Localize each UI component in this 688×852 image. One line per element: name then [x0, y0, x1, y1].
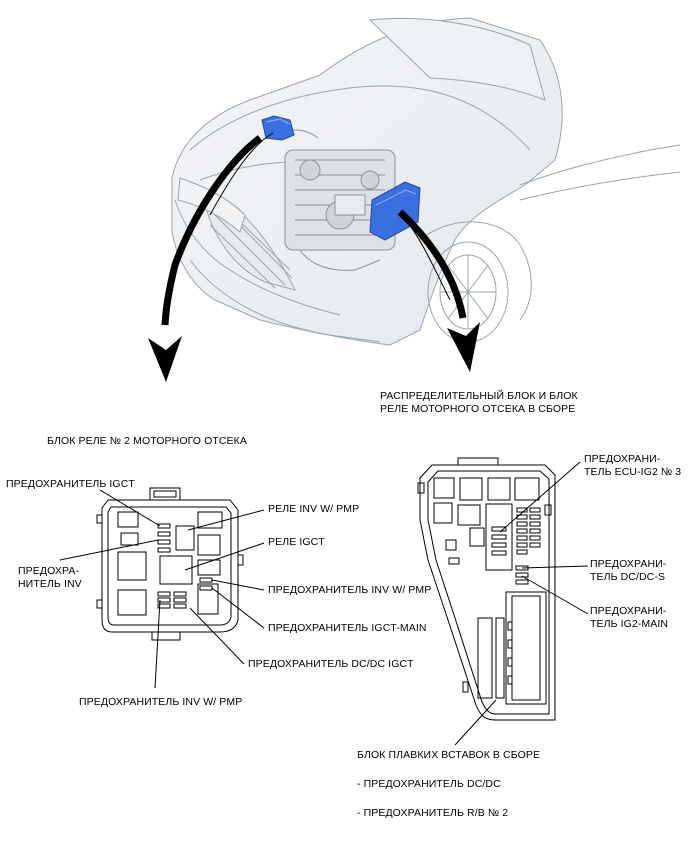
fuse-ig2-main-label-line2: ТЕЛЬ IG2-MAIN	[590, 618, 669, 630]
fuse-dcdc-igct-label: ПРЕДОХРАНИТЕЛЬ DC/DC IGCT	[248, 658, 414, 670]
fuse-dcdc-s-label-line1: ПРЕДОХРАНИ-	[590, 558, 667, 570]
car-illustration	[171, 17, 681, 346]
relay-block-2-title: БЛОК РЕЛЕ № 2 МОТОРНОГО ОТСЕКА	[47, 435, 247, 447]
junction-block-highlight	[369, 181, 421, 241]
fuse-igct-main-label: ПРЕДОХРАНИТЕЛЬ IGCT-MAIN	[268, 622, 427, 634]
junction-block-diagram	[417, 457, 556, 721]
relay-inv-pmp-label: РЕЛЕ INV W/ PMP	[268, 503, 360, 515]
fuse-ecu-ig2-label-line2: ТЕЛЬ ECU-IG2 № 3	[584, 466, 682, 478]
fuse-dcdc-s-label-line2: ТЕЛЬ DC/DC-S	[590, 571, 666, 583]
junction-block-callouts	[454, 461, 589, 746]
relay-block-2-diagram	[96, 487, 244, 641]
relay-igct-label: РЕЛЕ IGCT	[268, 536, 325, 548]
fuse-ecu-ig2-label-line1: ПРЕДОХРАНИ-	[584, 453, 661, 465]
fuse-inv-pmp-bottom-label: ПРЕДОХРАНИТЕЛЬ INV W/ PMP	[79, 696, 243, 708]
fuse-ig2-main-label: ПРЕДОХРАНИ- ТЕЛЬ IG2-MAIN	[590, 605, 668, 631]
arrow-right	[397, 209, 480, 372]
fuse-rb2-label: - ПРЕДОХРАНИТЕЛЬ R/B № 2	[357, 807, 509, 819]
junction-block-title-line2: РЕЛЕ МОТОРНОГО ОТСЕКА В СБОРЕ	[380, 403, 576, 415]
junction-block-title-line1: РАСПРЕДЕЛИТЕЛЬНЫЙ БЛОК И БЛОК	[380, 390, 578, 402]
relay-block-2-callouts	[59, 489, 265, 689]
fuse-ecu-ig2-label: ПРЕДОХРАНИ- ТЕЛЬ ECU-IG2 № 3	[584, 453, 681, 479]
fusible-block-label: БЛОК ПЛАВКИХ ВСТАВОК В СБОРЕ	[357, 749, 541, 761]
junction-block-title: РАСПРЕДЕЛИТЕЛЬНЫЙ БЛОК И БЛОК РЕЛЕ МОТОР…	[380, 390, 578, 416]
arrow-left	[148, 135, 263, 382]
fuse-igct-label: ПРЕДОХРАНИТЕЛЬ IGCT	[6, 478, 135, 490]
leader-line	[209, 132, 274, 216]
fuse-ig2-main-label-line1: ПРЕДОХРАНИ-	[590, 605, 667, 617]
fuse-inv-label: ПРЕДОХРА- НИТЕЛЬ INV	[18, 565, 82, 591]
fuse-inv-pmp-right-label: ПРЕДОХРАНИТЕЛЬ INV W/ PMP	[268, 584, 432, 596]
fuse-inv-label-line1: ПРЕДОХРА-	[18, 565, 80, 577]
fuse-dcdc-s-label: ПРЕДОХРАНИ- ТЕЛЬ DC/DC-S	[590, 558, 666, 584]
fuse-inv-label-line2: НИТЕЛЬ INV	[18, 578, 82, 590]
relay-block-2-highlight	[261, 115, 295, 141]
fuse-dcdc-label: - ПРЕДОХРАНИТЕЛЬ DC/DC	[357, 778, 501, 790]
